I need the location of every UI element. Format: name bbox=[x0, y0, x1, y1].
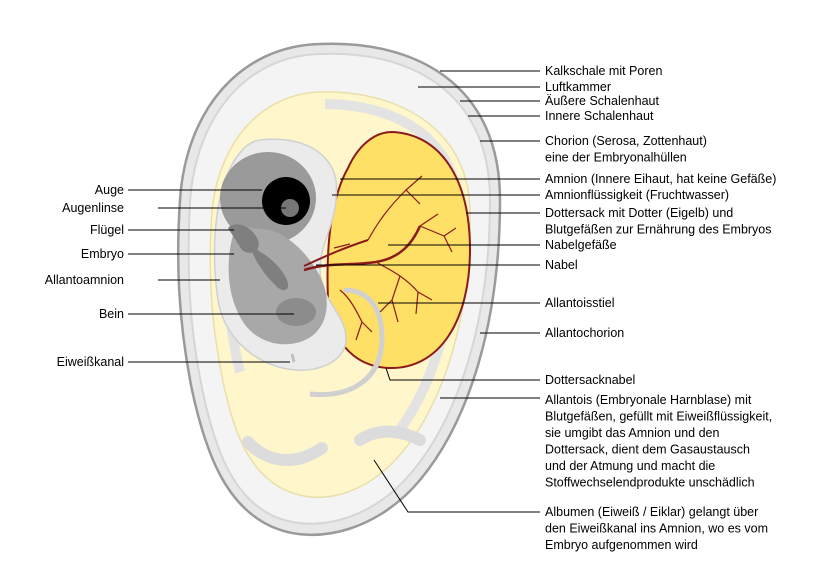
label-augenlinse: Augenlinse bbox=[62, 201, 124, 215]
label-line: Nabelgefäße bbox=[545, 238, 617, 252]
label-albumen: Albumen (Eiweiß / Eiklar) gelangt über de… bbox=[545, 505, 768, 552]
label-line: Allantois (Embryonale Harnblase) mit bbox=[545, 393, 752, 407]
lower-shell-arc bbox=[354, 425, 426, 446]
label-line: Embryo aufgenommen wird bbox=[545, 538, 698, 552]
label-line: sie umgibt das Amnion und den bbox=[545, 426, 719, 440]
label-line: Dottersack, dient dem Gasaustausch bbox=[545, 443, 750, 457]
label-allantoisstiel: Allantoisstiel bbox=[545, 296, 614, 310]
lower-shell-arc-left bbox=[242, 436, 328, 466]
embryo-limb bbox=[250, 246, 289, 291]
label-allantoamnion: Allantoamnion bbox=[45, 273, 124, 287]
allantois-stalk bbox=[309, 287, 385, 398]
embryo-leg bbox=[276, 298, 316, 326]
label-line: Blutgefäßen zur Ernährung des Embryos bbox=[545, 223, 772, 237]
label-line: Blutgefäßen, gefüllt mit Eiweißflüssigke… bbox=[545, 410, 772, 424]
label-line: eine der Embryonalhüllen bbox=[545, 151, 687, 165]
leader-lines-left bbox=[128, 189, 294, 363]
umbilical-vessel bbox=[303, 225, 422, 272]
labels-left: AugeAugenlinseFlügelEmbryoAllantoamnionB… bbox=[45, 183, 124, 369]
label-amnionfluessigkeit: Amnionflüssigkeit (Fruchtwasser) bbox=[545, 188, 729, 202]
label-line: und der Atmung und macht die bbox=[545, 459, 715, 473]
label-line: Kalkschale mit Poren bbox=[545, 64, 662, 78]
label-embryo: Embryo bbox=[81, 247, 124, 261]
yolk-vessel bbox=[333, 243, 373, 341]
albumen-duct bbox=[290, 353, 296, 363]
label-line: Dottersack mit Dotter (Eigelb) und bbox=[545, 206, 733, 220]
label-line: Amnion (Innere Eihaut, hat keine Gefäße) bbox=[545, 172, 776, 186]
label-chorion: Chorion (Serosa, Zottenhaut) eine der Emb… bbox=[545, 134, 707, 165]
label-kalkschale: Kalkschale mit Poren bbox=[545, 64, 662, 78]
label-line: Allantochorion bbox=[545, 326, 624, 340]
label-line: Luftkammer bbox=[545, 80, 611, 94]
label-line: Nabel bbox=[545, 258, 578, 272]
label-luftkammer: Luftkammer bbox=[545, 80, 611, 94]
label-allantochorion: Allantochorion bbox=[545, 326, 624, 340]
leader-lines-right bbox=[316, 70, 540, 513]
label-eiweisskanal: Eiweißkanal bbox=[57, 355, 124, 369]
label-fluegel: Flügel bbox=[90, 223, 124, 237]
label-nabelgefaesse: Nabelgefäße bbox=[545, 238, 617, 252]
label-line: Allantoisstiel bbox=[545, 296, 614, 310]
label-line: Äußere Schalenhaut bbox=[545, 94, 659, 108]
eye-lens-icon bbox=[281, 199, 299, 217]
label-amnion: Amnion (Innere Eihaut, hat keine Gefäße) bbox=[545, 172, 776, 186]
label-innere-schalenhaut: Innere Schalenhaut bbox=[545, 109, 654, 123]
label-auge: Auge bbox=[95, 183, 124, 197]
umbilical-vessel bbox=[303, 239, 369, 267]
embryo-wing bbox=[228, 224, 259, 253]
label-line: Albumen (Eiweiß / Eiklar) gelangt über bbox=[545, 505, 758, 519]
label-line: Amnionflüssigkeit (Fruchtwasser) bbox=[545, 188, 729, 202]
label-line: Dottersacknabel bbox=[545, 373, 635, 387]
label-bein: Bein bbox=[99, 307, 124, 321]
yolk-sac bbox=[326, 130, 472, 370]
label-line: Chorion (Serosa, Zottenhaut) bbox=[545, 134, 707, 148]
label-line: den Eiweißkanal ins Amnion, wo es vom bbox=[545, 522, 768, 536]
label-line: Innere Schalenhaut bbox=[545, 109, 654, 123]
label-aeussere-schalenhaut: Äußere Schalenhaut bbox=[545, 94, 659, 108]
label-line: Stoffwechselendprodukte unschädlich bbox=[545, 476, 755, 490]
label-nabel: Nabel bbox=[545, 258, 578, 272]
label-dottersacknabel: Dottersacknabel bbox=[545, 373, 635, 387]
